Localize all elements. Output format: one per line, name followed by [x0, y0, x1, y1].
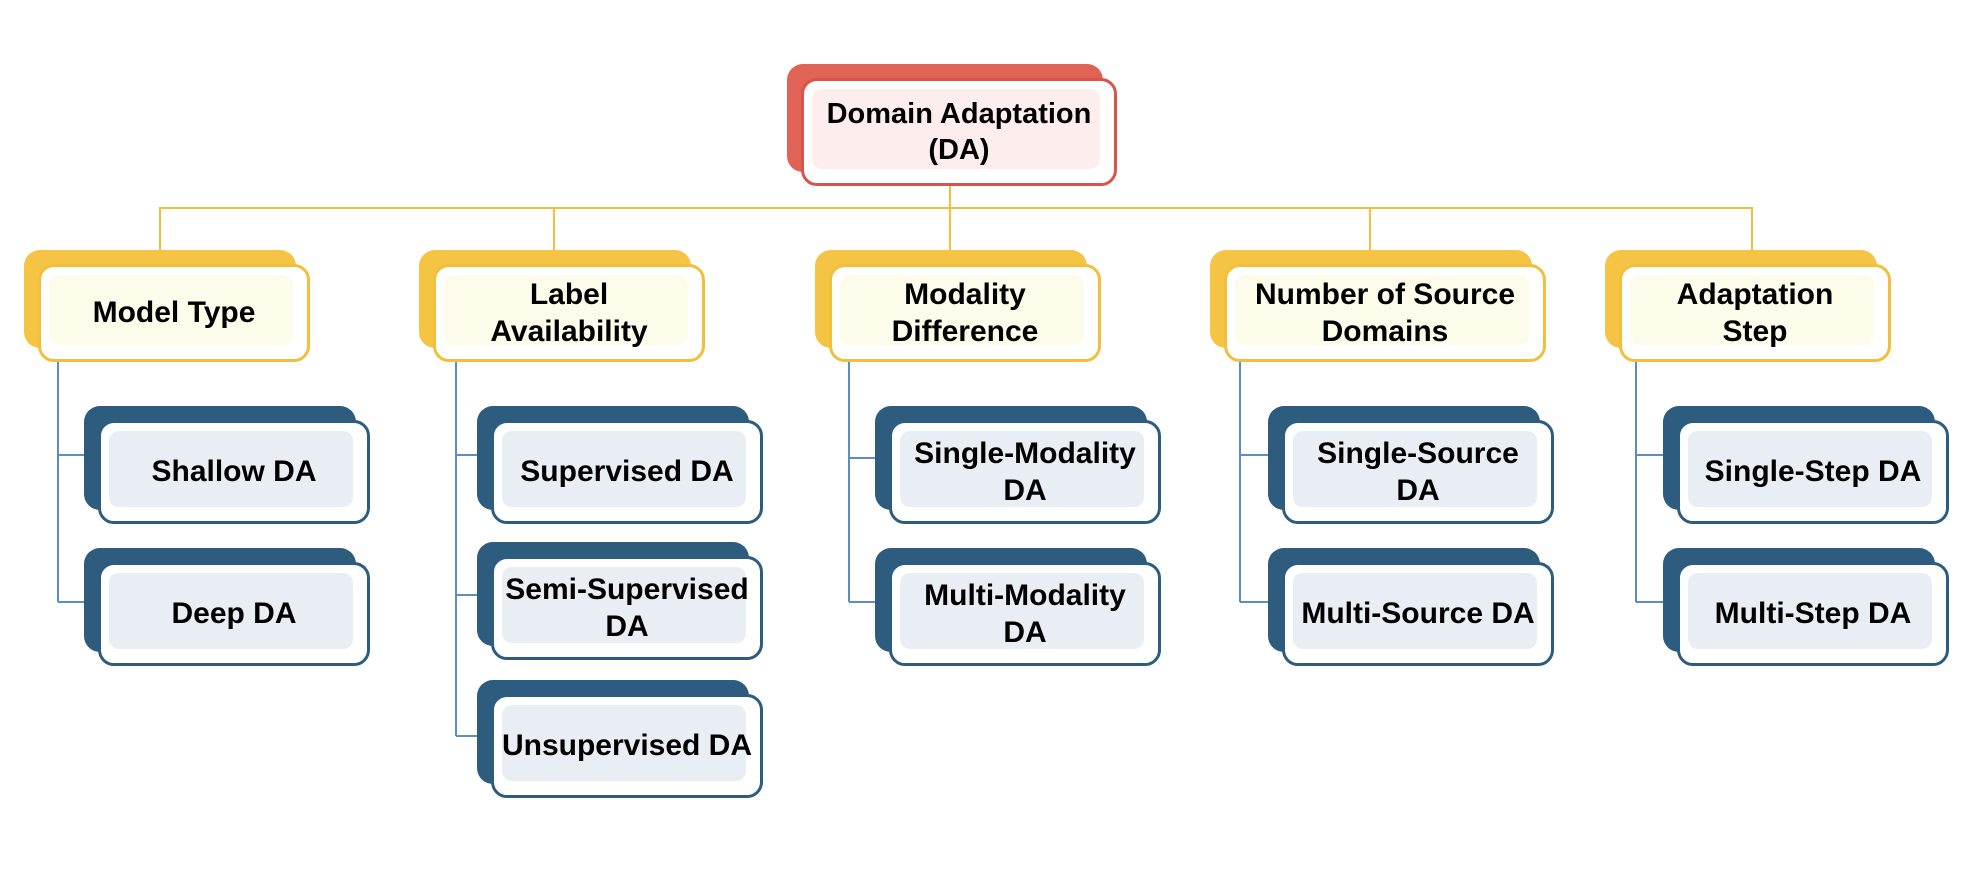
leaf-label: Deep DA: [171, 597, 297, 631]
leaf-node-single-source-da: Single-Source DA: [1268, 406, 1554, 524]
leaf-node-semi-supervised-da: Semi-Supervised DA: [477, 542, 763, 660]
leaf-node-single-modality-da: Single-Modality DA: [875, 406, 1161, 524]
leaf-node-unsupervised-da: Unsupervised DA: [477, 680, 763, 798]
leaf-label: Multi-Step DA: [1714, 597, 1912, 631]
leaf-label: Single-Source DA: [1317, 436, 1519, 508]
root-node: Domain Adaptation (DA): [787, 64, 1117, 186]
leaf-node-multi-step-da: Multi-Step DA: [1663, 548, 1949, 666]
leaf-node-multi-source-da: Multi-Source DA: [1268, 548, 1554, 666]
leaf-label: Single-Modality DA: [914, 436, 1136, 508]
category-node-model-type: Model Type: [24, 250, 310, 362]
category-label: Label Availability: [490, 277, 648, 349]
leaf-label: Semi-Supervised DA: [505, 572, 749, 644]
category-node-label-availability: Label Availability: [419, 250, 705, 362]
root-label: Domain Adaptation (DA): [826, 97, 1092, 166]
leaf-node-shallow-da: Shallow DA: [84, 406, 370, 524]
leaf-label: Multi-Source DA: [1301, 597, 1535, 631]
leaf-label: Single-Step DA: [1704, 455, 1922, 489]
category-label: Model Type: [92, 296, 256, 330]
category-label: Adaptation Step: [1676, 277, 1834, 349]
leaf-node-supervised-da: Supervised DA: [477, 406, 763, 524]
category-node-number-of-source-domains: Number of Source Domains: [1210, 250, 1546, 362]
category-label: Number of Source Domains: [1254, 277, 1516, 349]
category-label: Modality Difference: [891, 277, 1039, 349]
leaf-label: Shallow DA: [151, 455, 317, 489]
leaf-node-deep-da: Deep DA: [84, 548, 370, 666]
leaf-label: Multi-Modality DA: [924, 578, 1126, 650]
category-node-adaptation-step: Adaptation Step: [1605, 250, 1891, 362]
leaf-node-single-step-da: Single-Step DA: [1663, 406, 1949, 524]
leaf-node-multi-modality-da: Multi-Modality DA: [875, 548, 1161, 666]
leaf-label: Supervised DA: [520, 455, 734, 489]
leaf-label: Unsupervised DA: [501, 729, 753, 763]
category-node-modality-difference: Modality Difference: [815, 250, 1101, 362]
